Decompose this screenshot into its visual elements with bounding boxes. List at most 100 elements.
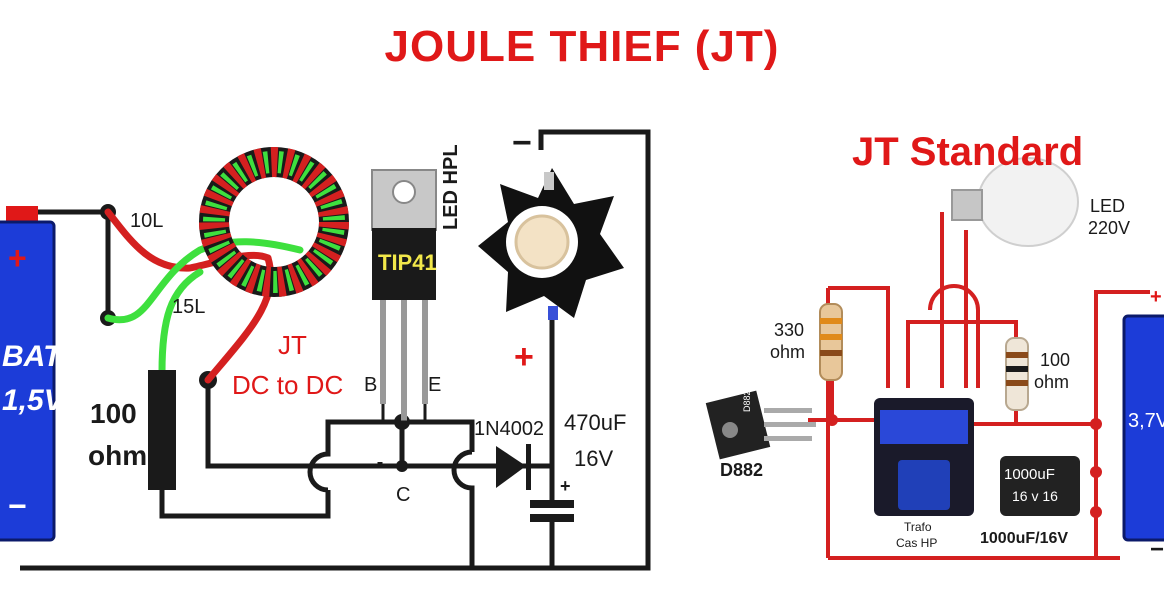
junction-dot — [1090, 418, 1102, 430]
battery-body — [0, 220, 56, 542]
cap-mark-1: 1000uF — [1004, 466, 1055, 483]
page-title: JOULE THIEF (JT) — [384, 22, 780, 71]
left-bottom-rail — [20, 129, 651, 571]
battery-cap — [6, 206, 38, 224]
led-220-label-1: LED — [1090, 196, 1126, 216]
coil-10l-label: 10L — [130, 210, 164, 232]
right-circuit — [808, 212, 1150, 560]
led-bulb-220v — [951, 157, 1079, 247]
d882-body — [705, 390, 771, 460]
toroid-red-turns — [199, 147, 349, 297]
cap-mark-2: 16 v 16 — [1012, 488, 1058, 504]
trafo-label-2: Cas HP — [896, 536, 938, 550]
trafo-bobbin — [898, 460, 950, 510]
transistor-hole — [392, 180, 416, 204]
led-minus-label: − — [512, 124, 532, 162]
bulb-base — [951, 189, 983, 221]
toroid-green-turns — [203, 151, 345, 293]
resistor-band — [1006, 366, 1028, 372]
transistor-emitter-lead — [402, 404, 427, 424]
diode-1n4002 — [496, 444, 531, 490]
wire-crossover-1 — [307, 419, 475, 493]
r1-value-label: 330 — [774, 320, 805, 340]
junction-dot — [826, 414, 838, 426]
junction-dot — [396, 460, 408, 472]
right-r1-wire — [830, 380, 880, 422]
resistor-band — [820, 350, 842, 356]
led-pad — [548, 306, 558, 320]
resistor-band — [1006, 380, 1028, 386]
cap-body — [1000, 456, 1080, 516]
right-crossover — [928, 284, 980, 388]
diode-label: 1N4002 — [474, 418, 545, 440]
right-r2-wire — [970, 410, 1018, 426]
red-wire — [104, 208, 272, 272]
resistor-unit-label: ohm — [88, 440, 148, 471]
battery-label: BAT — [2, 340, 62, 373]
r2-value-label: 100 — [1040, 350, 1071, 370]
cap-plus-label: + — [560, 476, 571, 496]
trafo-cas-hp — [874, 398, 974, 516]
led-hpl-label: LED HPL — [440, 144, 462, 230]
right-battery-minus: − — [1150, 536, 1164, 563]
transistor-d882 — [705, 390, 816, 460]
right-title: JT Standard — [852, 130, 1084, 174]
right-battery-label: 3,7V — [1128, 410, 1164, 432]
transistor-body — [372, 228, 436, 300]
transistor-label: TIP41 — [378, 250, 437, 275]
pin-b-label: B — [364, 374, 378, 396]
led-pad — [544, 172, 554, 190]
capacitor-470uf — [530, 500, 574, 522]
pin-c-label: C — [396, 484, 411, 506]
transistor-tip41 — [371, 169, 437, 424]
led-hpl — [478, 168, 624, 320]
cap-value-label: 470uF — [564, 410, 627, 435]
transistor-leg — [422, 300, 428, 404]
resistor-band — [820, 334, 842, 340]
right-mid-wire — [906, 320, 1018, 388]
trafo-label-1: Trafo — [904, 520, 932, 534]
coil-15l-label: 15L — [172, 296, 206, 318]
battery-left — [0, 206, 56, 542]
transistor-base-lead — [381, 404, 402, 424]
diode-triangle — [496, 446, 526, 488]
d882-mark: D882 — [742, 390, 752, 412]
d882-hole — [722, 422, 738, 438]
wire-coil-end — [205, 380, 552, 469]
d882-leg — [764, 422, 816, 427]
junction-dot — [1090, 506, 1102, 518]
battery-body — [1122, 314, 1164, 542]
resistor-100-ohm-right — [1005, 337, 1029, 411]
transistor-leg — [401, 300, 407, 422]
cap-1000uf-label: 1000uF/16V — [980, 530, 1069, 547]
right-battery-plus: + — [1150, 286, 1162, 308]
battery-minus-label: − — [8, 488, 27, 524]
battery-right — [1122, 314, 1164, 542]
transistor-leg — [380, 300, 386, 404]
green-wire — [104, 238, 304, 324]
resistor-body — [1005, 337, 1029, 411]
coil-wires — [104, 208, 304, 384]
capacitor-1000uf — [1000, 456, 1080, 516]
pin-e-label: E — [428, 374, 442, 396]
wire-crossover-2 — [451, 449, 475, 568]
resistor-band — [1006, 352, 1028, 358]
diode-bar — [526, 444, 531, 490]
battery-voltage: 1,5V — [2, 384, 64, 417]
r1-unit-label: ohm — [770, 342, 806, 362]
battery-plus-label: + — [8, 240, 27, 276]
d882-label: D882 — [720, 460, 764, 480]
green-wire-down — [158, 268, 204, 376]
toroid-coil — [199, 147, 349, 297]
jt-label: JT — [278, 330, 307, 360]
trafo-winding — [880, 410, 968, 444]
dc-to-dc-label: DC to DC — [232, 370, 344, 400]
junction-dot — [1090, 466, 1102, 478]
d882-leg — [764, 436, 812, 441]
right-top-wire — [828, 286, 890, 388]
right-junction-dots — [826, 414, 1102, 518]
resistor-body — [819, 303, 843, 381]
r2-unit-label: ohm — [1034, 372, 1070, 392]
